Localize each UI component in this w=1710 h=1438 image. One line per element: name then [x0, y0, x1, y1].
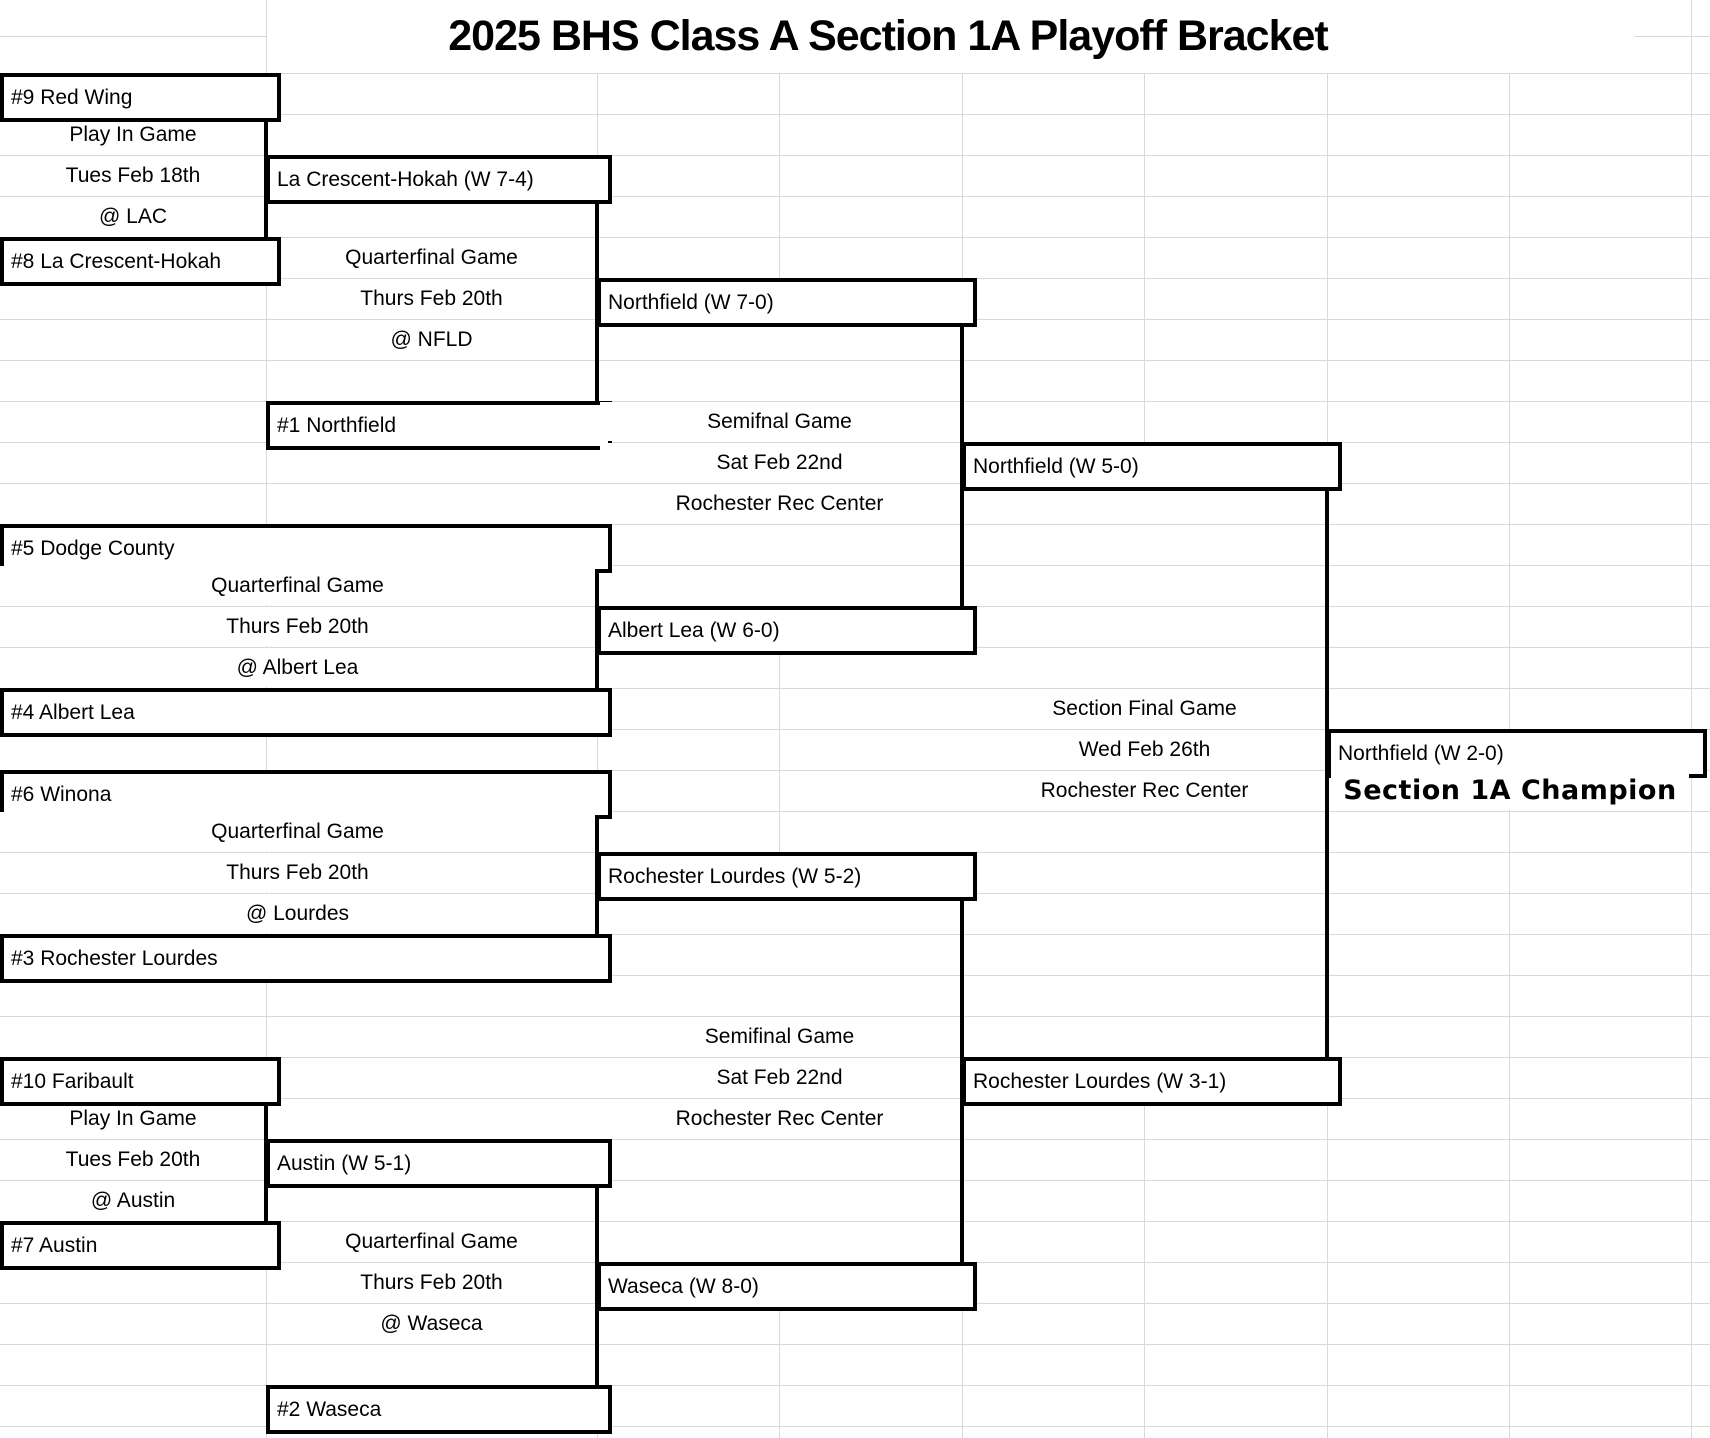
game-info-line: Rochester Rec Center [600, 484, 959, 523]
winner-box-qf-albert-lea: Albert Lea (W 6-0) [597, 606, 977, 655]
game-info-line: Semifinal Game [600, 1017, 959, 1056]
title-cell: 2025 BHS Class A Section 1A Playoff Brac… [267, 0, 1634, 73]
game-info-line: Thurs Feb 20th [0, 607, 595, 646]
winner-label: Northfield (W 5-0) [973, 454, 1139, 478]
team-label: #10 Faribault [11, 1069, 134, 1093]
team-label: #6 Winona [11, 782, 112, 806]
game-info-line: Tues Feb 18th [65, 164, 201, 187]
team-label: #9 Red Wing [11, 85, 133, 109]
winner-label: Rochester Lourdes (W 5-2) [608, 864, 862, 888]
winner-box-playin-top: La Crescent-Hokah (W 7-4) [266, 155, 612, 204]
winner-label: Rochester Lourdes (W 3-1) [973, 1069, 1227, 1093]
page-title: 2025 BHS Class A Section 1A Playoff Brac… [448, 12, 1328, 60]
game-info-line: Tues Feb 20th [65, 1148, 201, 1171]
winner-label: Northfield (W 2-0) [1338, 741, 1504, 765]
seed-box-red-wing: #9 Red Wing [0, 73, 281, 122]
game-info-line: Sat Feb 22nd [600, 1058, 959, 1097]
game-info-line: @ Lourdes [0, 894, 595, 933]
game-info-line: Section Final Game [965, 689, 1324, 728]
game-info-line: @ Waseca [380, 1312, 483, 1335]
team-label: #8 La Crescent-Hokah [11, 249, 222, 273]
game-info-line: Thurs Feb 20th [0, 853, 595, 892]
team-label: #4 Albert Lea [11, 700, 135, 724]
game-info-line: Quarterfinal Game [345, 246, 518, 269]
winner-box-sf-top: Northfield (W 5-0) [962, 442, 1342, 491]
team-label: #1 Northfield [277, 413, 397, 437]
game-info-line: Rochester Rec Center [600, 1099, 959, 1138]
game-info-line: Play In Game [69, 123, 197, 146]
game-info-line: Quarterfinal Game [0, 566, 595, 605]
winner-label: Austin (W 5-1) [277, 1151, 412, 1175]
seed-box-austin: #7 Austin [0, 1221, 281, 1270]
seed-box-faribault: #10 Faribault [0, 1057, 281, 1106]
winner-label: La Crescent-Hokah (W 7-4) [277, 167, 534, 191]
seed-box-waseca: #2 Waseca [266, 1385, 612, 1434]
game-info-line: @ NFLD [390, 328, 473, 351]
seed-box-rochester-lourdes: #3 Rochester Lourdes [0, 934, 612, 983]
winner-label: Albert Lea (W 6-0) [608, 618, 780, 642]
game-info-line: @ Austin [90, 1189, 176, 1212]
winner-label: Northfield (W 7-0) [608, 290, 774, 314]
team-label: #7 Austin [11, 1233, 98, 1257]
game-info-line: Sat Feb 22nd [600, 443, 959, 482]
winner-box-playin-bottom: Austin (W 5-1) [266, 1139, 612, 1188]
game-info-line: Play In Game [69, 1107, 197, 1130]
winner-box-sf-bottom: Rochester Lourdes (W 3-1) [962, 1057, 1342, 1106]
seed-box-la-crescent-hokah: #8 La Crescent-Hokah [0, 237, 281, 286]
game-info-line: Wed Feb 26th [965, 730, 1324, 769]
winner-box-qf-top: Northfield (W 7-0) [597, 278, 977, 327]
team-label: #3 Rochester Lourdes [11, 946, 218, 970]
team-label: #5 Dodge County [11, 536, 175, 560]
champion-label: Section 1A Champion [1331, 771, 1689, 810]
seed-box-northfield: #1 Northfield [266, 401, 612, 450]
game-info-line: @ Albert Lea [0, 648, 595, 687]
game-info-line: Quarterfinal Game [345, 1230, 518, 1253]
seed-box-albert-lea: #4 Albert Lea [0, 688, 612, 737]
game-info-line: Rochester Rec Center [965, 771, 1324, 810]
winner-label: Waseca (W 8-0) [608, 1274, 759, 1298]
seed-box-winona: #6 Winona [0, 770, 612, 819]
game-info-line: @ LAC [98, 205, 167, 228]
winner-box-qf-waseca: Waseca (W 8-0) [597, 1262, 977, 1311]
team-label: #2 Waseca [277, 1397, 382, 1421]
game-info-line: Semifnal Game [600, 402, 959, 441]
game-info-line: Quarterfinal Game [0, 812, 595, 851]
winner-box-qf-lourdes: Rochester Lourdes (W 5-2) [597, 852, 977, 901]
game-info-line: Thurs Feb 20th [360, 1271, 503, 1294]
game-info-line: Thurs Feb 20th [360, 287, 503, 310]
